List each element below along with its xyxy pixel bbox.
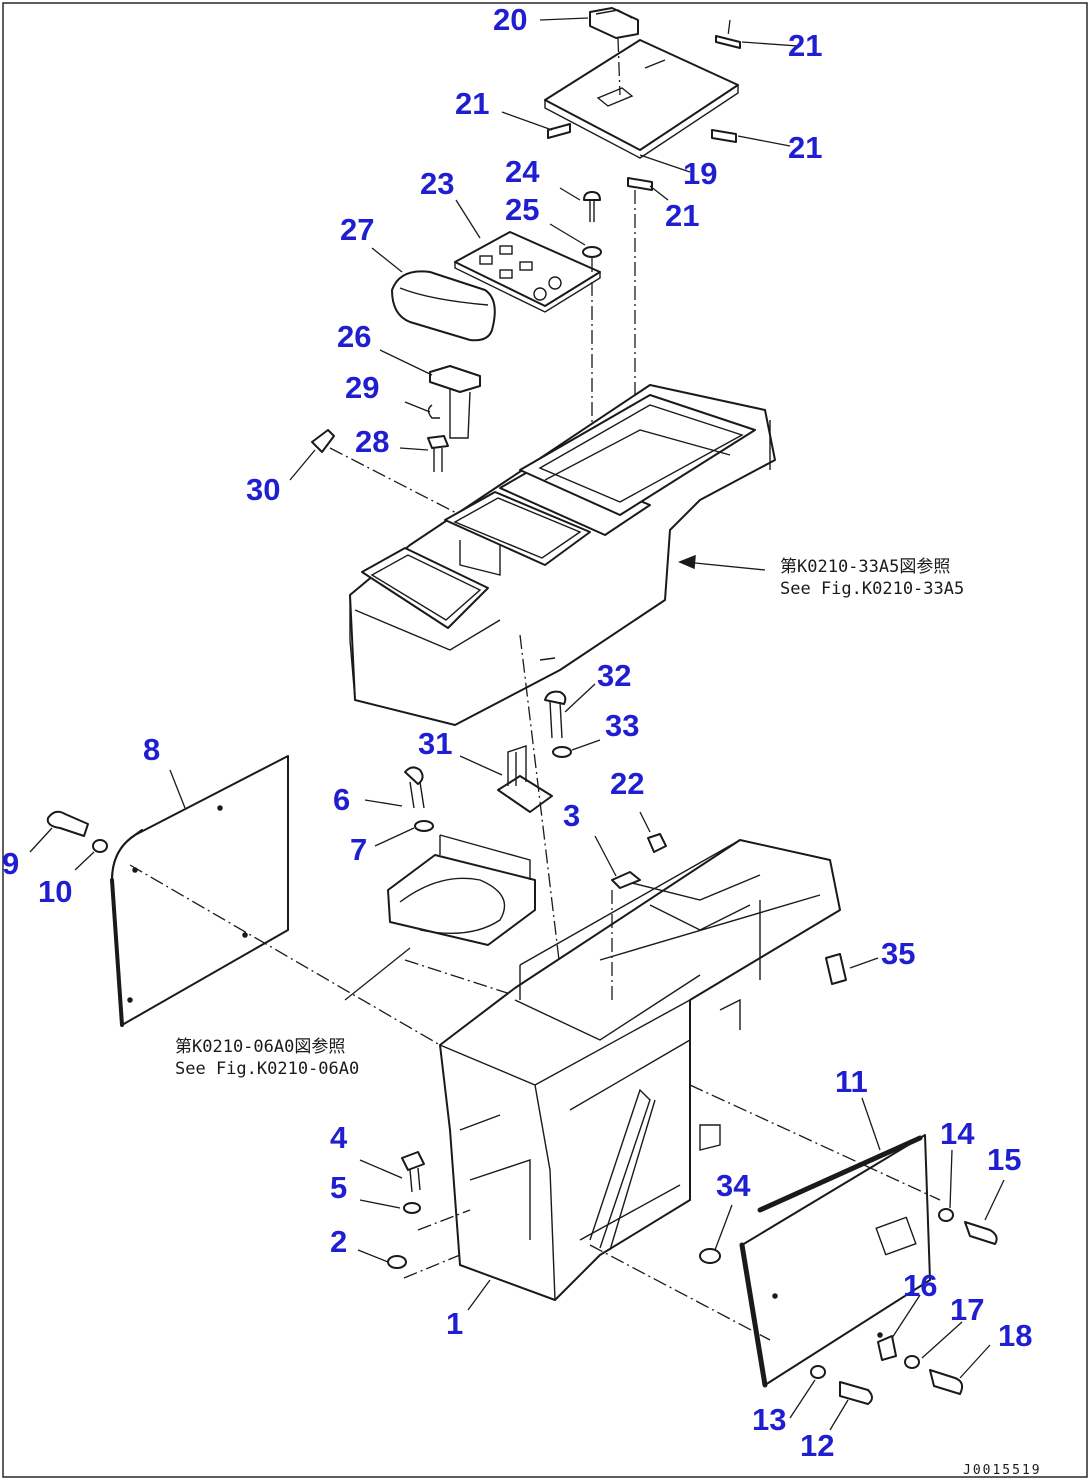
callout-19: 19 (683, 156, 717, 191)
callout-1: 1 (446, 1306, 463, 1341)
callout-27: 27 (340, 212, 374, 247)
callout-33: 33 (605, 708, 639, 743)
callout-32: 32 (597, 658, 631, 693)
callout-21: 21 (455, 86, 489, 121)
callout-4: 4 (330, 1120, 348, 1155)
leader-lines (29, 17, 1005, 1431)
callout-34: 34 (716, 1168, 751, 1203)
callout-15: 15 (987, 1142, 1021, 1177)
callout-13: 13 (752, 1402, 786, 1437)
callout-14: 14 (940, 1116, 975, 1151)
callout-12: 12 (800, 1428, 834, 1463)
callout-35: 35 (881, 936, 915, 971)
callout-25: 25 (505, 192, 539, 227)
callout-10: 10 (38, 874, 72, 909)
callout-21: 21 (788, 130, 822, 165)
callout-21: 21 (788, 28, 822, 63)
callout-17: 17 (950, 1292, 984, 1327)
callout-28: 28 (355, 424, 389, 459)
callout-20: 20 (493, 2, 527, 37)
upper-console-box (349, 384, 776, 726)
callout-9: 9 (2, 846, 19, 881)
callout-8: 8 (143, 732, 160, 767)
callout-29: 29 (345, 370, 379, 405)
side-panel-left (46, 755, 441, 1046)
fastener-group (387, 1151, 721, 1279)
callout-24: 24 (505, 154, 540, 189)
callout-5: 5 (330, 1170, 347, 1205)
ref-note-upper-jp: 第K0210-33A5図参照 (780, 557, 950, 577)
callout-11: 11 (835, 1064, 868, 1099)
switch-panel-group (311, 191, 602, 530)
ref-note-lower-en: See Fig.K0210-06A0 (175, 1059, 359, 1079)
callout-6: 6 (333, 782, 350, 817)
callout-16: 16 (903, 1268, 937, 1303)
top-cover-group (544, 7, 741, 420)
callout-18: 18 (998, 1318, 1032, 1353)
drawing-code: J0015519 (963, 1463, 1042, 1478)
reference-notes: 第K0210-33A5図参照 See Fig.K0210-33A5 第K0210… (175, 557, 1042, 1478)
callout-21: 21 (665, 198, 699, 233)
mount-bracket-group (344, 766, 561, 1011)
callout-22: 22 (610, 766, 644, 801)
callout-2: 2 (330, 1224, 347, 1259)
callout-30: 30 (246, 472, 280, 507)
side-panel-right (589, 1084, 998, 1405)
callout-labels: 20 21 21 21 21 19 24 25 23 27 26 29 28 3… (2, 2, 1032, 1463)
bracket-31-group (497, 634, 572, 1011)
main-frame-group (439, 833, 847, 1301)
callout-3: 3 (563, 798, 580, 833)
callout-7: 7 (350, 832, 367, 867)
ref-note-upper-en: See Fig.K0210-33A5 (780, 579, 964, 599)
callout-31: 31 (418, 726, 452, 761)
ref-note-lower-jp: 第K0210-06A0図参照 (175, 1037, 345, 1057)
callout-26: 26 (337, 319, 371, 354)
callout-23: 23 (420, 166, 454, 201)
